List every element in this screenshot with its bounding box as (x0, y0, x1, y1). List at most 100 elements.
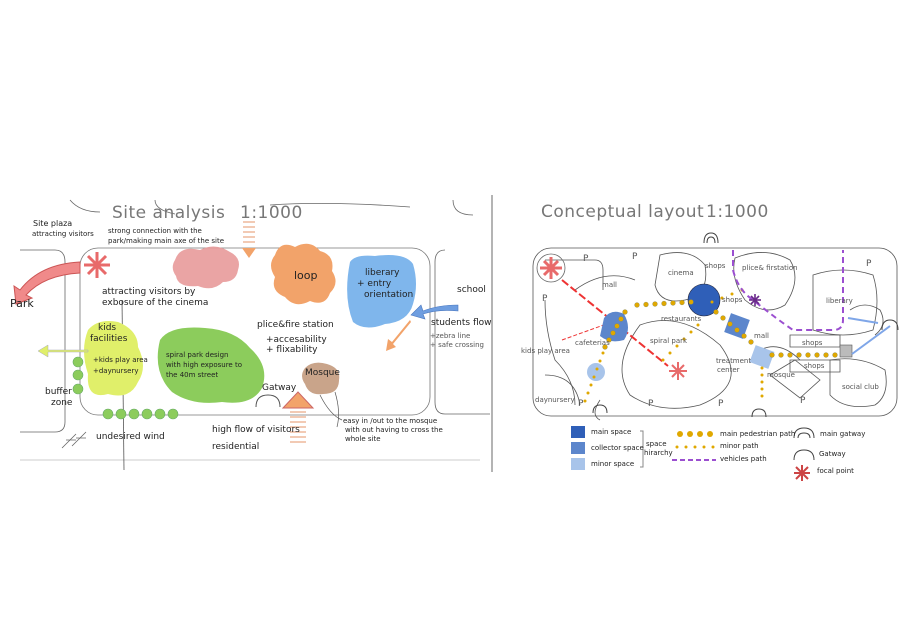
library-zone (347, 255, 416, 328)
label-school: school (457, 285, 486, 295)
path-dot (720, 296, 724, 300)
path-dot (601, 351, 605, 355)
legend-hirarchy: hirarchy (644, 449, 673, 457)
path-dot (618, 316, 624, 322)
conceptual-layout-scale: 1:1000 (706, 202, 769, 222)
parking-6: P (648, 399, 654, 409)
site-analysis-title: Site analysis (112, 203, 226, 223)
label-site-plaza: Site plaza (33, 219, 73, 228)
path-dot (760, 394, 764, 398)
parking-5: P (578, 399, 584, 409)
loop-zone (271, 243, 336, 305)
path-dot (796, 352, 802, 358)
conceptual-layout-title: Conceptual layout (541, 202, 705, 222)
label-center: center (717, 366, 740, 374)
label-shops-r1: shops (802, 339, 823, 347)
parking-8: P (800, 396, 806, 406)
path-dot (610, 330, 616, 336)
legend-main-path: main pedestrian path (720, 430, 796, 438)
legend-focal-point: focal point (817, 467, 854, 475)
label-strong-connection-2: park/making main axe of the site (108, 237, 225, 245)
legend-main-gatway-icon (793, 427, 815, 439)
label-wind: undesired wind (96, 432, 165, 442)
legend-minor-swatch (571, 458, 585, 470)
path-dot (652, 301, 658, 307)
wind-arrows-icon (61, 431, 87, 449)
path-dot (583, 399, 587, 403)
label-daynursery: +daynursery (93, 367, 139, 375)
cinema-zone (172, 246, 239, 289)
path-dot (823, 352, 829, 358)
label-social-club: social club (842, 383, 879, 391)
legend-vehicles-path: vehicles path (720, 455, 767, 463)
legend-minor-space: minor space (591, 460, 635, 468)
path-dot (787, 352, 793, 358)
kids-arrow-icon (37, 344, 89, 358)
label-mosque: mosque (767, 371, 795, 379)
label-kids-play: +kids play area (93, 356, 148, 364)
path-dot (592, 375, 596, 379)
label-kids: kids (98, 323, 117, 333)
parking-7: P (718, 399, 724, 409)
path-dot (595, 367, 599, 371)
focal-point-park-icon (669, 362, 687, 380)
legend-collector-swatch (571, 442, 585, 454)
path-dot (602, 344, 608, 350)
site-analysis-zones (13, 221, 459, 449)
legend-space: space (646, 440, 667, 448)
site-analysis-scale: 1:1000 (240, 203, 303, 223)
path-dot (713, 309, 719, 315)
students-arrow-icon (410, 304, 459, 320)
label-restaurants: restaurants (661, 315, 702, 323)
focal-star-icon (84, 252, 110, 278)
entry-arrow-icon (847, 317, 891, 355)
label-attracting-visitors: attracting visitors (32, 230, 94, 238)
label-cinema-2: exbosure of the cinema (102, 298, 209, 308)
label-orientation: orientation (364, 290, 414, 300)
label-mosque-note-1: easy in /out to the mosque (343, 417, 438, 425)
label-park: Park (10, 297, 34, 310)
buffer-trees (72, 356, 179, 420)
path-dot (688, 299, 694, 305)
path-dot (832, 352, 838, 358)
label-shops-top: shops (705, 262, 726, 270)
legend-gatway: Gatway (819, 450, 846, 458)
label-mall-right: mall (754, 332, 769, 340)
legend-main-space: main space (591, 428, 632, 436)
path-dot (679, 299, 685, 306)
main-space (687, 283, 721, 317)
label-spiral-1: spiral park design (166, 351, 229, 359)
label-cinema: cinema (668, 269, 694, 277)
label-mosque: Mosque (305, 368, 340, 378)
path-dot (661, 358, 665, 362)
path-dot (710, 300, 714, 304)
label-loop: loop (294, 269, 318, 282)
path-dot (689, 330, 693, 334)
path-dot (586, 391, 590, 395)
gateways (592, 232, 899, 418)
path-dot (734, 327, 740, 333)
legend-minor-path-swatch (675, 445, 715, 449)
minor-space-2 (587, 363, 605, 381)
path-dot (614, 323, 620, 329)
focal-point-top-left-icon (536, 253, 566, 283)
path-dot (675, 344, 679, 348)
main-gate-arrow-icon (281, 391, 315, 409)
label-mosque-note-3: whole site (345, 435, 381, 443)
gateway-icon (255, 394, 281, 408)
label-residential: residential (212, 442, 260, 452)
path-dot (727, 321, 733, 327)
path-dot (696, 323, 700, 327)
label-buffer: buffer (45, 387, 72, 397)
parking-3: P (542, 294, 548, 304)
label-police: plice&fire station (257, 320, 334, 330)
library-exit-arrow-icon (386, 320, 411, 351)
label-shops-r2: shops (804, 362, 825, 370)
path-dot (606, 337, 612, 343)
focal-point-police-icon (749, 294, 761, 306)
label-zebra: +zebra line (430, 332, 471, 340)
label-mosque-note-2: with out having to cross the (345, 426, 443, 434)
kids-zone (84, 321, 143, 396)
minor-space-1 (749, 345, 775, 369)
parking-4: P (866, 259, 872, 269)
